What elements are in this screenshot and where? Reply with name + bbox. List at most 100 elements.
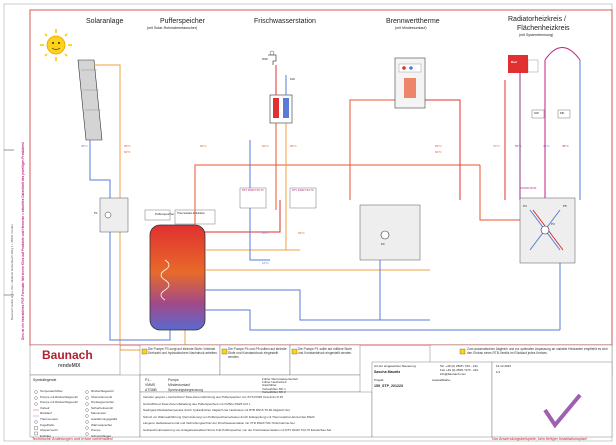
component-item[interactable]: Niedrigste Rücklauftemperatur durch hydr…: [143, 408, 290, 412]
pump-icon: [380, 230, 390, 240]
component-item[interactable]: Schutz vor Wärmeabführung (Verminderung …: [143, 414, 315, 419]
stb-label: STHDR DN15: [520, 187, 537, 190]
legend-item: Dreiwegemischer: [91, 400, 115, 405]
titleblock-control: Art der eingesetzten Steuerung:: [374, 364, 417, 368]
note-rtb-valve: Zum automatischen Abgleich und zur optim…: [467, 347, 608, 355]
sensor-item: Vorlaufühler MK 2: [262, 389, 286, 394]
sensor-item: Vorlaufühler MK 1: [262, 386, 286, 391]
temp-label: 50°C: [515, 144, 522, 148]
legend-item: Ausdehnungsgefäß: [91, 417, 118, 421]
warning-icon: [459, 348, 466, 355]
temp-label: 70°C: [493, 144, 500, 148]
side-note-interactive: Dies ist ein interaktives PDF-Formular. …: [21, 142, 25, 340]
radiator: [508, 55, 539, 73]
legend-item: Sicherheitsventil: [91, 405, 113, 410]
legend-item: Manometer: [91, 411, 107, 416]
sensor-sw-label: SW: [534, 111, 539, 115]
tap-icon: [268, 50, 277, 65]
section-buffer-sub: (mit Solar-Rohrwärmetauscher): [147, 26, 198, 30]
section-boiler: Brennwerttherme: [386, 18, 440, 25]
warning-icon: [141, 348, 148, 355]
pump-p4-label: P4: [523, 204, 527, 208]
section-buffer: Pufferspeicher: [160, 18, 206, 25]
pump-p2-label: P2: [381, 242, 385, 246]
buffer-tank: [149, 224, 206, 331]
section-radiator-sub: (mit Systemtrennung): [519, 33, 554, 37]
temp-label: 35°C: [543, 144, 550, 148]
legend-item: Pumpe mit Rückschlagventil: [40, 394, 78, 399]
abbr-key: ΔTSMB: [145, 388, 157, 392]
sensor-mk-label: MK: [560, 111, 565, 115]
legend-item: Wärmetauscher: [91, 422, 113, 427]
temp-label: 90°C: [290, 144, 297, 148]
legend-item: Pumpe: [91, 428, 101, 433]
component-item[interactable]: Hocheffizienz Zwei-Zonen-Beladung des Pu…: [143, 401, 251, 406]
abbr-key: P1...: [145, 378, 152, 382]
boiler-hydraulic-block: [359, 204, 421, 261]
titleblock-mail: info@baunach.com: [440, 372, 466, 376]
footer-note: Nur Anwendungsbeispiele, kein fertiger I…: [492, 437, 588, 441]
temp-label: 35°C: [81, 144, 88, 148]
sensor-item: Fühler Warmwasserbetrieb: [262, 377, 298, 381]
legend-item: Rücklauf: [40, 411, 52, 416]
titleblock-map: Auswahlkarte:: [432, 378, 451, 382]
pump-p5-label: P5: [563, 204, 567, 208]
check-mark-icon: [543, 393, 582, 429]
abbr-value: Pumpe: [168, 378, 179, 382]
footer-disclaimer: Technische Änderungen und Irrtum vorbeha…: [32, 437, 114, 441]
legend-item: Schmutzfänger: [91, 433, 112, 438]
radiator-label: Rad: [511, 60, 517, 64]
component-item[interactable]: Verteiler gespart + Hochefzienz Zwei-Zon…: [143, 395, 284, 399]
section-radiator-2: Flächenheizkreis: [517, 25, 570, 32]
freshwater-station: [269, 94, 293, 124]
titleblock-author: Sascha Mauritz: [374, 370, 401, 374]
temp-label: 10°C: [262, 231, 269, 235]
legend-item: Thermometer: [40, 417, 59, 421]
warning-icon: [221, 348, 228, 355]
titleblock-tel: Tel. +49 (0) 2505 / 970 - 241: [440, 364, 478, 368]
titleblock-date: 14.12.2023: [496, 364, 512, 368]
pump-icon: [540, 225, 550, 235]
component-item[interactable]: Längerer Heißwasservorrat und Verbrühung…: [143, 421, 295, 425]
temp-label: 60°C: [262, 144, 269, 148]
cold-water-label: KW: [290, 77, 295, 81]
sensor-item: Fühler Heizbetrieb: [262, 380, 287, 385]
warning-icon: [291, 348, 298, 355]
brand-name: Baunach: [42, 348, 93, 362]
temp-label: 60°C: [124, 150, 131, 154]
section-radiator: Radiatorheizkreis /: [508, 16, 566, 23]
temp-label: 90°C: [435, 144, 442, 148]
pump-p1-label: P1: [94, 211, 98, 215]
abbr-key: VMMS: [145, 383, 156, 387]
abbr-value: Spreizungsbegrenzung: [168, 388, 203, 392]
temp-label: 60°C: [435, 150, 442, 154]
rtv-label-2: RTV DN20 T20-70: [292, 189, 314, 192]
temp-label: 45°C: [562, 144, 569, 148]
side-note-address: Baunach GmbH & Co. KG • Müllerei Gelsenb…: [10, 224, 14, 320]
legend-item: Kugelhahn: [40, 422, 55, 427]
legend-item: Überströmventil: [91, 394, 113, 399]
legend-item: Pumpe mit Rückschlagventil: [40, 400, 78, 405]
temp-label: 60°C: [200, 144, 207, 148]
titleblock-fax: Fax +49 (0) 2505 / 970 - 242: [440, 368, 479, 372]
temp-label: 10°C: [262, 261, 269, 265]
thermo-label: Thermostatic-Zirkulation: [177, 212, 205, 215]
legend-title: Symbollegende: [33, 378, 57, 382]
brand-product: rendeMIX: [58, 363, 81, 369]
sensor-item: Solarfühler: [262, 383, 277, 388]
legend-item: Rückschlagventil: [91, 389, 114, 393]
section-boiler-sub: (mit Mindestumlauf): [395, 26, 427, 30]
legend-item: Temperaturfühler: [40, 389, 63, 393]
component-item[interactable]: Gebrauchs-Erweiterung von Anlagebestands…: [143, 427, 332, 432]
sun-icon: [40, 29, 72, 61]
section-freshwater: Frischwasserstation: [254, 18, 316, 25]
solar-collector: [77, 59, 103, 141]
note-pump-p3: Die Pumpe P3 sorgt auf kleinste Stufe / …: [148, 347, 218, 355]
abbr-value: Mindestumlauf: [168, 383, 191, 387]
note-pump-p1: Die Pumpe P1 sollte auf mittlere Stufe u…: [298, 347, 353, 355]
section-solar: Solaranlage: [86, 18, 124, 25]
pump-p3-label: P3: [551, 222, 555, 226]
temp-label: 60°C: [298, 231, 305, 235]
buffer-tank-label: Pufferspeicher: [155, 212, 175, 216]
titleblock-project: 159_STP_201223: [374, 384, 403, 388]
